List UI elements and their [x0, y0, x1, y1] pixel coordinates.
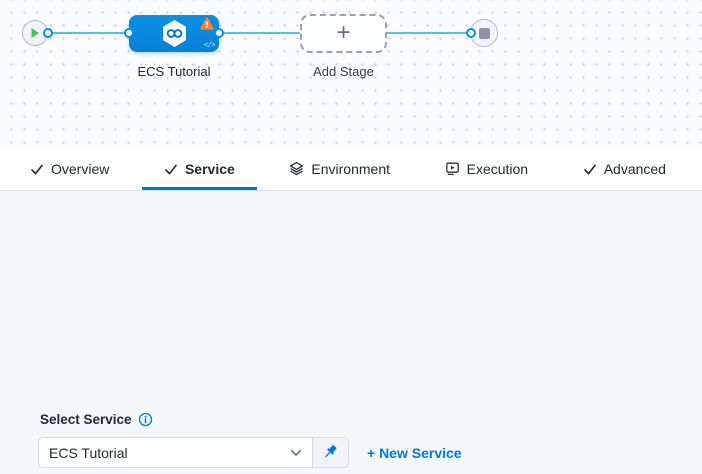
cd-hexagon-infinity-icon — [161, 19, 188, 48]
pin-service-button[interactable] — [312, 437, 349, 468]
tab-label: Advanced — [603, 160, 666, 177]
connector-line — [48, 32, 472, 34]
tab-environment[interactable]: Environment — [267, 150, 412, 190]
check-icon — [583, 162, 597, 176]
connector-port[interactable] — [43, 28, 53, 38]
tab-service[interactable]: Service — [141, 150, 257, 190]
select-service-label: Select Service — [40, 412, 153, 427]
check-icon — [30, 162, 44, 176]
code-icon: </> — [203, 42, 216, 50]
add-stage-label: Add Stage — [313, 64, 374, 79]
add-stage-button[interactable]: + — [300, 14, 387, 53]
tab-advanced[interactable]: Advanced — [561, 150, 688, 190]
pipeline-canvas[interactable]: </> + ECS Tutorial Add Stage — [0, 0, 702, 150]
pin-icon — [322, 444, 339, 461]
plus-icon: + — [336, 18, 351, 46]
tab-execution[interactable]: Execution — [423, 150, 550, 190]
stage-node-label: ECS Tutorial — [137, 64, 211, 79]
new-service-link[interactable]: + New Service — [367, 444, 462, 461]
stage-tabs: Overview Service Environment — [0, 150, 702, 191]
service-tab-panel: Select Service ECS Tutorial — [0, 191, 702, 474]
chevron-down-icon — [290, 449, 302, 457]
service-select[interactable]: ECS Tutorial — [38, 437, 313, 468]
tab-label: Overview — [51, 160, 110, 177]
layers-icon — [289, 161, 304, 176]
select-service-label-text: Select Service — [40, 412, 132, 427]
stop-icon — [478, 27, 490, 39]
play-icon — [30, 27, 40, 39]
warning-triangle-icon — [200, 17, 214, 35]
check-icon — [164, 162, 178, 176]
stage-node-ecs-tutorial[interactable]: </> — [129, 15, 219, 52]
tab-overview[interactable]: Overview — [8, 150, 131, 190]
execution-icon — [445, 161, 460, 176]
tab-label: Execution — [466, 160, 529, 177]
info-icon[interactable] — [138, 412, 153, 427]
connector-port[interactable] — [124, 28, 134, 38]
service-select-value: ECS Tutorial — [49, 444, 128, 461]
tab-label: Service — [184, 160, 235, 177]
connector-port[interactable] — [466, 28, 476, 38]
tab-label: Environment — [311, 160, 390, 177]
connector-port[interactable] — [214, 28, 224, 38]
